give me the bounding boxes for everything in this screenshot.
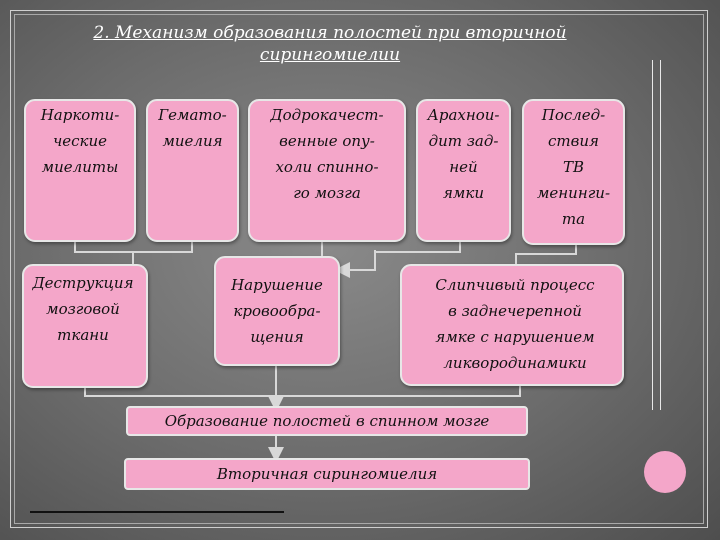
label-narcotic-myelitis: Наркоти- ческие миелиты xyxy=(40,106,120,176)
label-arachnoiditis: Арахнои- дит зад- ней ямки xyxy=(427,106,500,202)
box-adhesive-process xyxy=(400,264,624,386)
label-circulation-disorder: Нарушение кровообра- щения xyxy=(231,276,323,346)
connector-group-1 xyxy=(74,240,193,264)
connector-group-2 xyxy=(321,240,376,270)
box-circulation-disorder xyxy=(214,256,340,366)
slide-title: 2. Механизм образования полостей при вто… xyxy=(93,23,567,65)
label-hematomyelia: Гемато- миелия xyxy=(158,106,227,150)
ornament-line-left xyxy=(652,60,653,410)
connector-box4-to-circulation xyxy=(375,240,461,253)
label-tissue-destruction: Деструкция мозговой ткани xyxy=(32,274,134,344)
box-arachnoiditis xyxy=(416,99,511,242)
label-adhesive-process: Слипчивый процесс в заднечерепной ямке с… xyxy=(435,276,595,372)
label-tb-meningitis: Послед- ствия ТВ менинги- та xyxy=(536,106,611,228)
box-cavity-formation: Образование полостей в спинном мозге xyxy=(126,406,528,436)
box-benign-tumors xyxy=(248,99,406,242)
connector-middle-to-cavity xyxy=(84,366,521,404)
decorative-circle xyxy=(644,451,686,493)
bottom-rule xyxy=(30,511,284,513)
ornament-line-right xyxy=(660,60,661,410)
box-narcotic-myelitis xyxy=(24,99,136,242)
connector-box5-to-adhesion xyxy=(515,244,577,264)
label-benign-tumors: Додрокачест- венные опу- холи спинно- го… xyxy=(270,106,384,202)
box-hematomyelia xyxy=(146,99,239,242)
inner-frame xyxy=(14,14,704,524)
box-tb-meningitis xyxy=(522,99,625,245)
outer-frame xyxy=(10,10,708,528)
box-secondary-syringomyelia: Вторичная сирингомиелия xyxy=(124,458,530,490)
box-tissue-destruction xyxy=(22,264,148,388)
